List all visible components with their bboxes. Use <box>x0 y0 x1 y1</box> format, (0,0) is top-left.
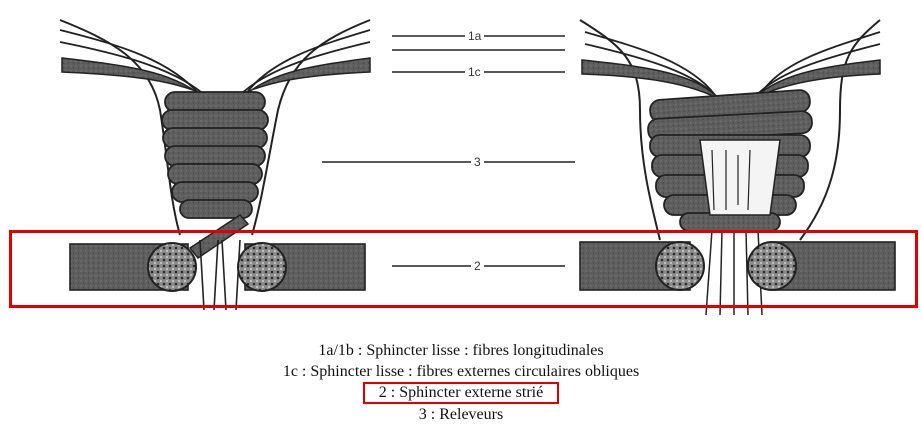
label-1a: 1a <box>465 29 484 43</box>
label-3: 3 <box>471 155 484 169</box>
left-levator-coils <box>162 92 268 218</box>
legend-item-2-text: 2 : Sphincter externe strié <box>363 382 559 404</box>
external-sphincter-highlight <box>9 230 918 308</box>
legend-item-3: 3 : Releveurs <box>0 404 922 425</box>
legend-item-2: 2 : Sphincter externe strié <box>0 382 922 404</box>
legend-item-1a-1b: 1a/1b : Sphincter lisse : fibres longitu… <box>0 340 922 361</box>
label-1c: 1c <box>465 65 484 79</box>
legend: 1a/1b : Sphincter lisse : fibres longitu… <box>0 340 922 425</box>
legend-item-1c: 1c : Sphincter lisse : fibres externes c… <box>0 361 922 382</box>
